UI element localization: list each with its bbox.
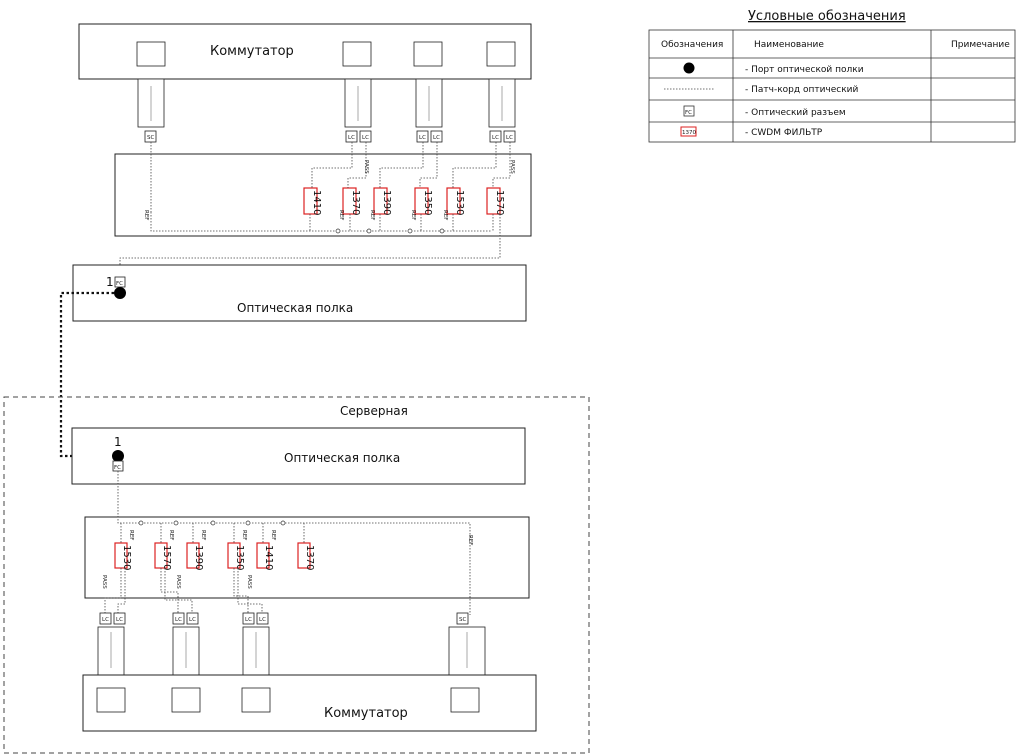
server-room-boundary (3, 396, 590, 754)
filter-box (297, 542, 311, 569)
server-shelf-label: Оптическая полка (284, 451, 400, 465)
svg-text:REF: REF (442, 210, 448, 220)
svg-text:PASS: PASS (175, 575, 181, 589)
top-patch-cords (119, 142, 511, 277)
top-switch-port (136, 41, 166, 67)
svg-text:PASS: PASS (101, 575, 107, 589)
svg-text:REF: REF (200, 530, 206, 540)
svg-text:REF: REF (369, 210, 375, 220)
svg-text:REF: REF (128, 530, 134, 540)
server-switch-port (241, 687, 271, 713)
svg-text:FC: FC (116, 281, 123, 287)
legend-row-label: - CWDM ФИЛЬТР (745, 128, 823, 138)
svg-text:LC: LC (433, 135, 440, 141)
server-room-title: Серверная (340, 404, 408, 418)
svg-text:LC: LC (259, 617, 266, 623)
svg-text:1370: 1370 (682, 130, 696, 136)
server-switch-label: Коммутатор (324, 706, 408, 721)
server-switch-port (171, 687, 201, 713)
filter-box (373, 187, 388, 215)
svg-text:LC: LC (362, 135, 369, 141)
server-connectors: LC LC LC LC LC LC SC (99, 612, 469, 625)
filter-label: 1570 (161, 545, 172, 570)
filter-label: 1390 (193, 545, 204, 570)
server-patch-cords (104, 471, 471, 615)
top-switch-port (413, 41, 443, 67)
filter-label: 1350 (234, 545, 245, 570)
svg-text:LC: LC (506, 135, 513, 141)
shelf-port-number: 1 (106, 275, 114, 289)
top-connectors: SC LC LC LC LC LC LC (144, 130, 516, 143)
top-optical-shelf: Оптическая полка FC 1 (72, 264, 527, 322)
filter-label: 1410 (263, 545, 274, 570)
svg-text:LC: LC (348, 135, 355, 141)
filter-box (446, 187, 461, 215)
top-shelf-label: Оптическая полка (237, 301, 353, 315)
top-switch-port (342, 41, 372, 67)
filter-label: 1530 (121, 545, 132, 570)
legend-filter-box-icon (680, 126, 697, 137)
shelf-port-dot (114, 287, 126, 299)
svg-text:FC: FC (685, 110, 692, 116)
svg-text:LC: LC (116, 617, 123, 623)
server-switch-port (450, 687, 480, 713)
svg-text:REF: REF (338, 210, 344, 220)
filter-label: 1570 (494, 190, 505, 215)
top-switch-label: Коммутатор (210, 44, 294, 59)
legend-row-label: - Порт оптической полки (745, 65, 864, 75)
svg-text:REF: REF (270, 530, 276, 540)
legend-row-label: - Патч-корд оптический (745, 85, 859, 95)
svg-text:PASS: PASS (509, 160, 515, 174)
server-optical-shelf: Оптическая полка 1 FC (71, 427, 526, 485)
filter-box (342, 187, 357, 215)
svg-text:REF: REF (241, 530, 247, 540)
svg-text:REF: REF (143, 210, 149, 220)
legend-title: Условные обозначения (748, 9, 906, 24)
svg-text:REF: REF (168, 530, 174, 540)
server-cwdm-unit: 1530 1570 1390 1350 1410 1370 REF REF RE… (84, 516, 530, 599)
filter-label: 1530 (454, 190, 465, 215)
filter-label: 1370 (350, 190, 361, 215)
legend-row-label: - Оптический разъем (745, 108, 846, 118)
shelf-port-number: 1 (114, 435, 122, 449)
server-switch: Коммутатор (82, 674, 537, 732)
legend-header-note: Примечание (951, 40, 1010, 50)
filter-label: 1350 (422, 190, 433, 215)
svg-text:LC: LC (492, 135, 499, 141)
legend-header-name: Наименование (754, 40, 824, 50)
filter-box (486, 187, 501, 215)
filter-box (186, 542, 200, 569)
filter-box (414, 187, 429, 215)
legend-fc-connector-icon (683, 105, 695, 117)
legend-port-dot-icon (683, 62, 695, 74)
svg-text:FC: FC (114, 465, 121, 471)
svg-text:SC: SC (459, 617, 466, 623)
svg-text:LC: LC (419, 135, 426, 141)
svg-text:SC: SC (147, 135, 154, 141)
top-switch: Коммутатор (78, 23, 532, 80)
shelf-port-dot (112, 450, 124, 462)
svg-text:LC: LC (175, 617, 182, 623)
svg-text:PASS: PASS (246, 575, 252, 589)
svg-text:LC: LC (102, 617, 109, 623)
filter-label: 1390 (381, 190, 392, 215)
filter-box (303, 187, 318, 215)
svg-text:REF: REF (410, 210, 416, 220)
top-cwdm-unit: 1410 1370 1390 1350 1530 1570 REF REF RE… (114, 153, 532, 237)
filter-label: 1370 (304, 545, 315, 570)
top-switch-port (486, 41, 516, 67)
filter-label: 1410 (311, 190, 322, 215)
top-sfp-modules (137, 78, 516, 128)
server-sfp-modules (97, 626, 486, 676)
svg-text:LC: LC (245, 617, 252, 623)
legend: Условные обозначения Обозначения Наимено… (648, 9, 1016, 143)
filter-box (256, 542, 270, 569)
server-switch-port (96, 687, 126, 713)
legend-header-symbol: Обозначения (661, 40, 723, 50)
svg-text:LC: LC (189, 617, 196, 623)
